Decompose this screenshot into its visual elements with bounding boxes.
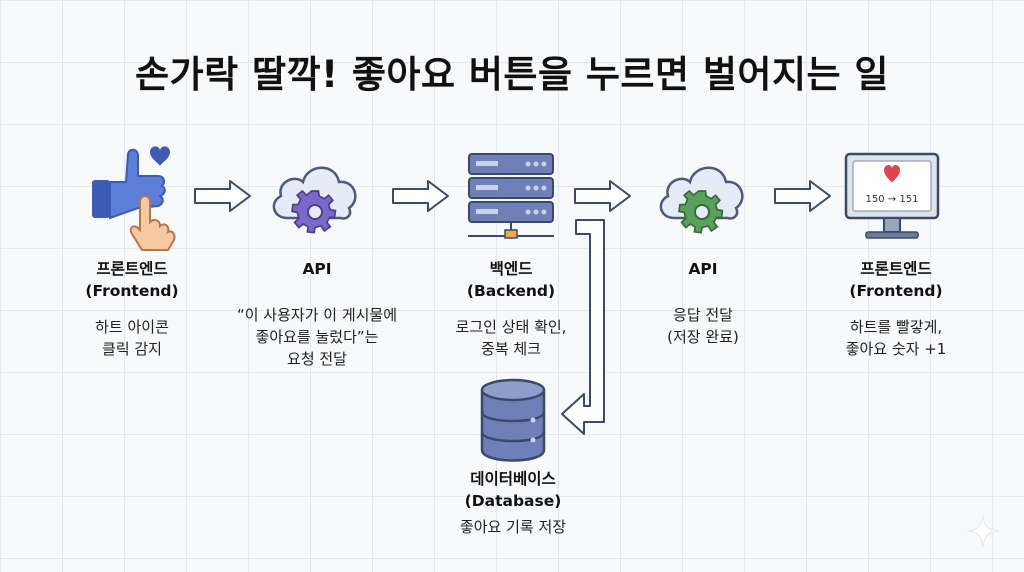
bent-arrow-icon [560,216,616,442]
step-2-desc-line: 좋아요를 눌렀다”는 [255,328,379,346]
database-sub: (Database) [464,492,562,510]
step-5-desc-line: 좋아요 숫자 +1 [845,340,947,358]
step-5-name: 프론트엔드 [860,260,932,278]
sparkle-icon [966,514,1000,548]
database-desc-line: 좋아요 기록 저장 [459,518,567,536]
cloud-gear-icon [265,150,365,236]
step-3-desc-line: 중복 체크 [481,340,541,358]
step-4-desc-line: 응답 전달 [673,306,733,324]
step-3-label: 백엔드 (Backend) 로그인 상태 확인, 중복 체크 [401,258,621,360]
step-5-sub: (Frontend) [849,282,943,300]
arrow-right-icon [192,178,254,214]
step-4-label: API 응답 전달 (저장 완료) [593,258,813,348]
database-icon [478,378,548,464]
monitor-heart-icon: 150 → 151 [844,152,940,244]
step-1-desc-line: 클릭 감지 [102,340,162,358]
step-5-label: 프론트엔드 (Frontend) 하트를 빨갛게, 좋아요 숫자 +1 [786,258,1006,360]
step-4-name: API [688,260,718,278]
page-title: 손가락 딸깍! 좋아요 버튼을 누르면 벌어지는 일 [135,53,889,96]
database-name: 데이터베이스 [470,470,556,488]
step-1-label: 프론트엔드 (Frontend) 하트 아이콘 클릭 감지 [22,258,242,360]
server-stack-icon [466,152,556,244]
step-1-sub: (Frontend) [85,282,179,300]
cloud-gear-icon [652,150,752,236]
monitor-counter-text: 150 → 151 [866,194,919,205]
step-2-desc-line: 요청 전달 [287,350,347,368]
step-3-sub: (Backend) [466,282,556,300]
arrow-right-icon [772,178,834,214]
step-1-desc-line: 하트 아이콘 [95,318,169,336]
step-2-label: API “이 사용자가 이 게시물에 좋아요를 눌렀다”는 요청 전달 [207,258,427,370]
step-2-name: API [302,260,332,278]
step-3-desc-line: 로그인 상태 확인, [455,318,567,336]
arrow-right-icon [390,178,452,214]
step-1-name: 프론트엔드 [96,260,168,278]
step-5-desc-line: 하트를 빨갛게, [849,318,943,336]
database-label: 데이터베이스 (Database) 좋아요 기록 저장 [403,468,623,538]
arrow-right-icon [572,178,634,214]
step-2-desc-line: “이 사용자가 이 게시물에 [236,306,398,324]
step-4-desc-line: (저장 완료) [667,328,739,346]
thumbs-up-hand-icon [88,142,184,254]
step-3-name: 백엔드 [489,260,533,278]
